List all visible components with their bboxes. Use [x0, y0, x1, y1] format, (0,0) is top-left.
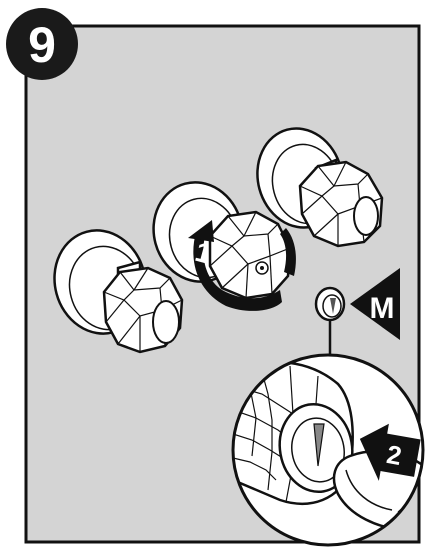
marker-label: M — [370, 292, 395, 325]
step-number: 9 — [28, 17, 56, 73]
step-badge: 9 — [6, 8, 78, 80]
